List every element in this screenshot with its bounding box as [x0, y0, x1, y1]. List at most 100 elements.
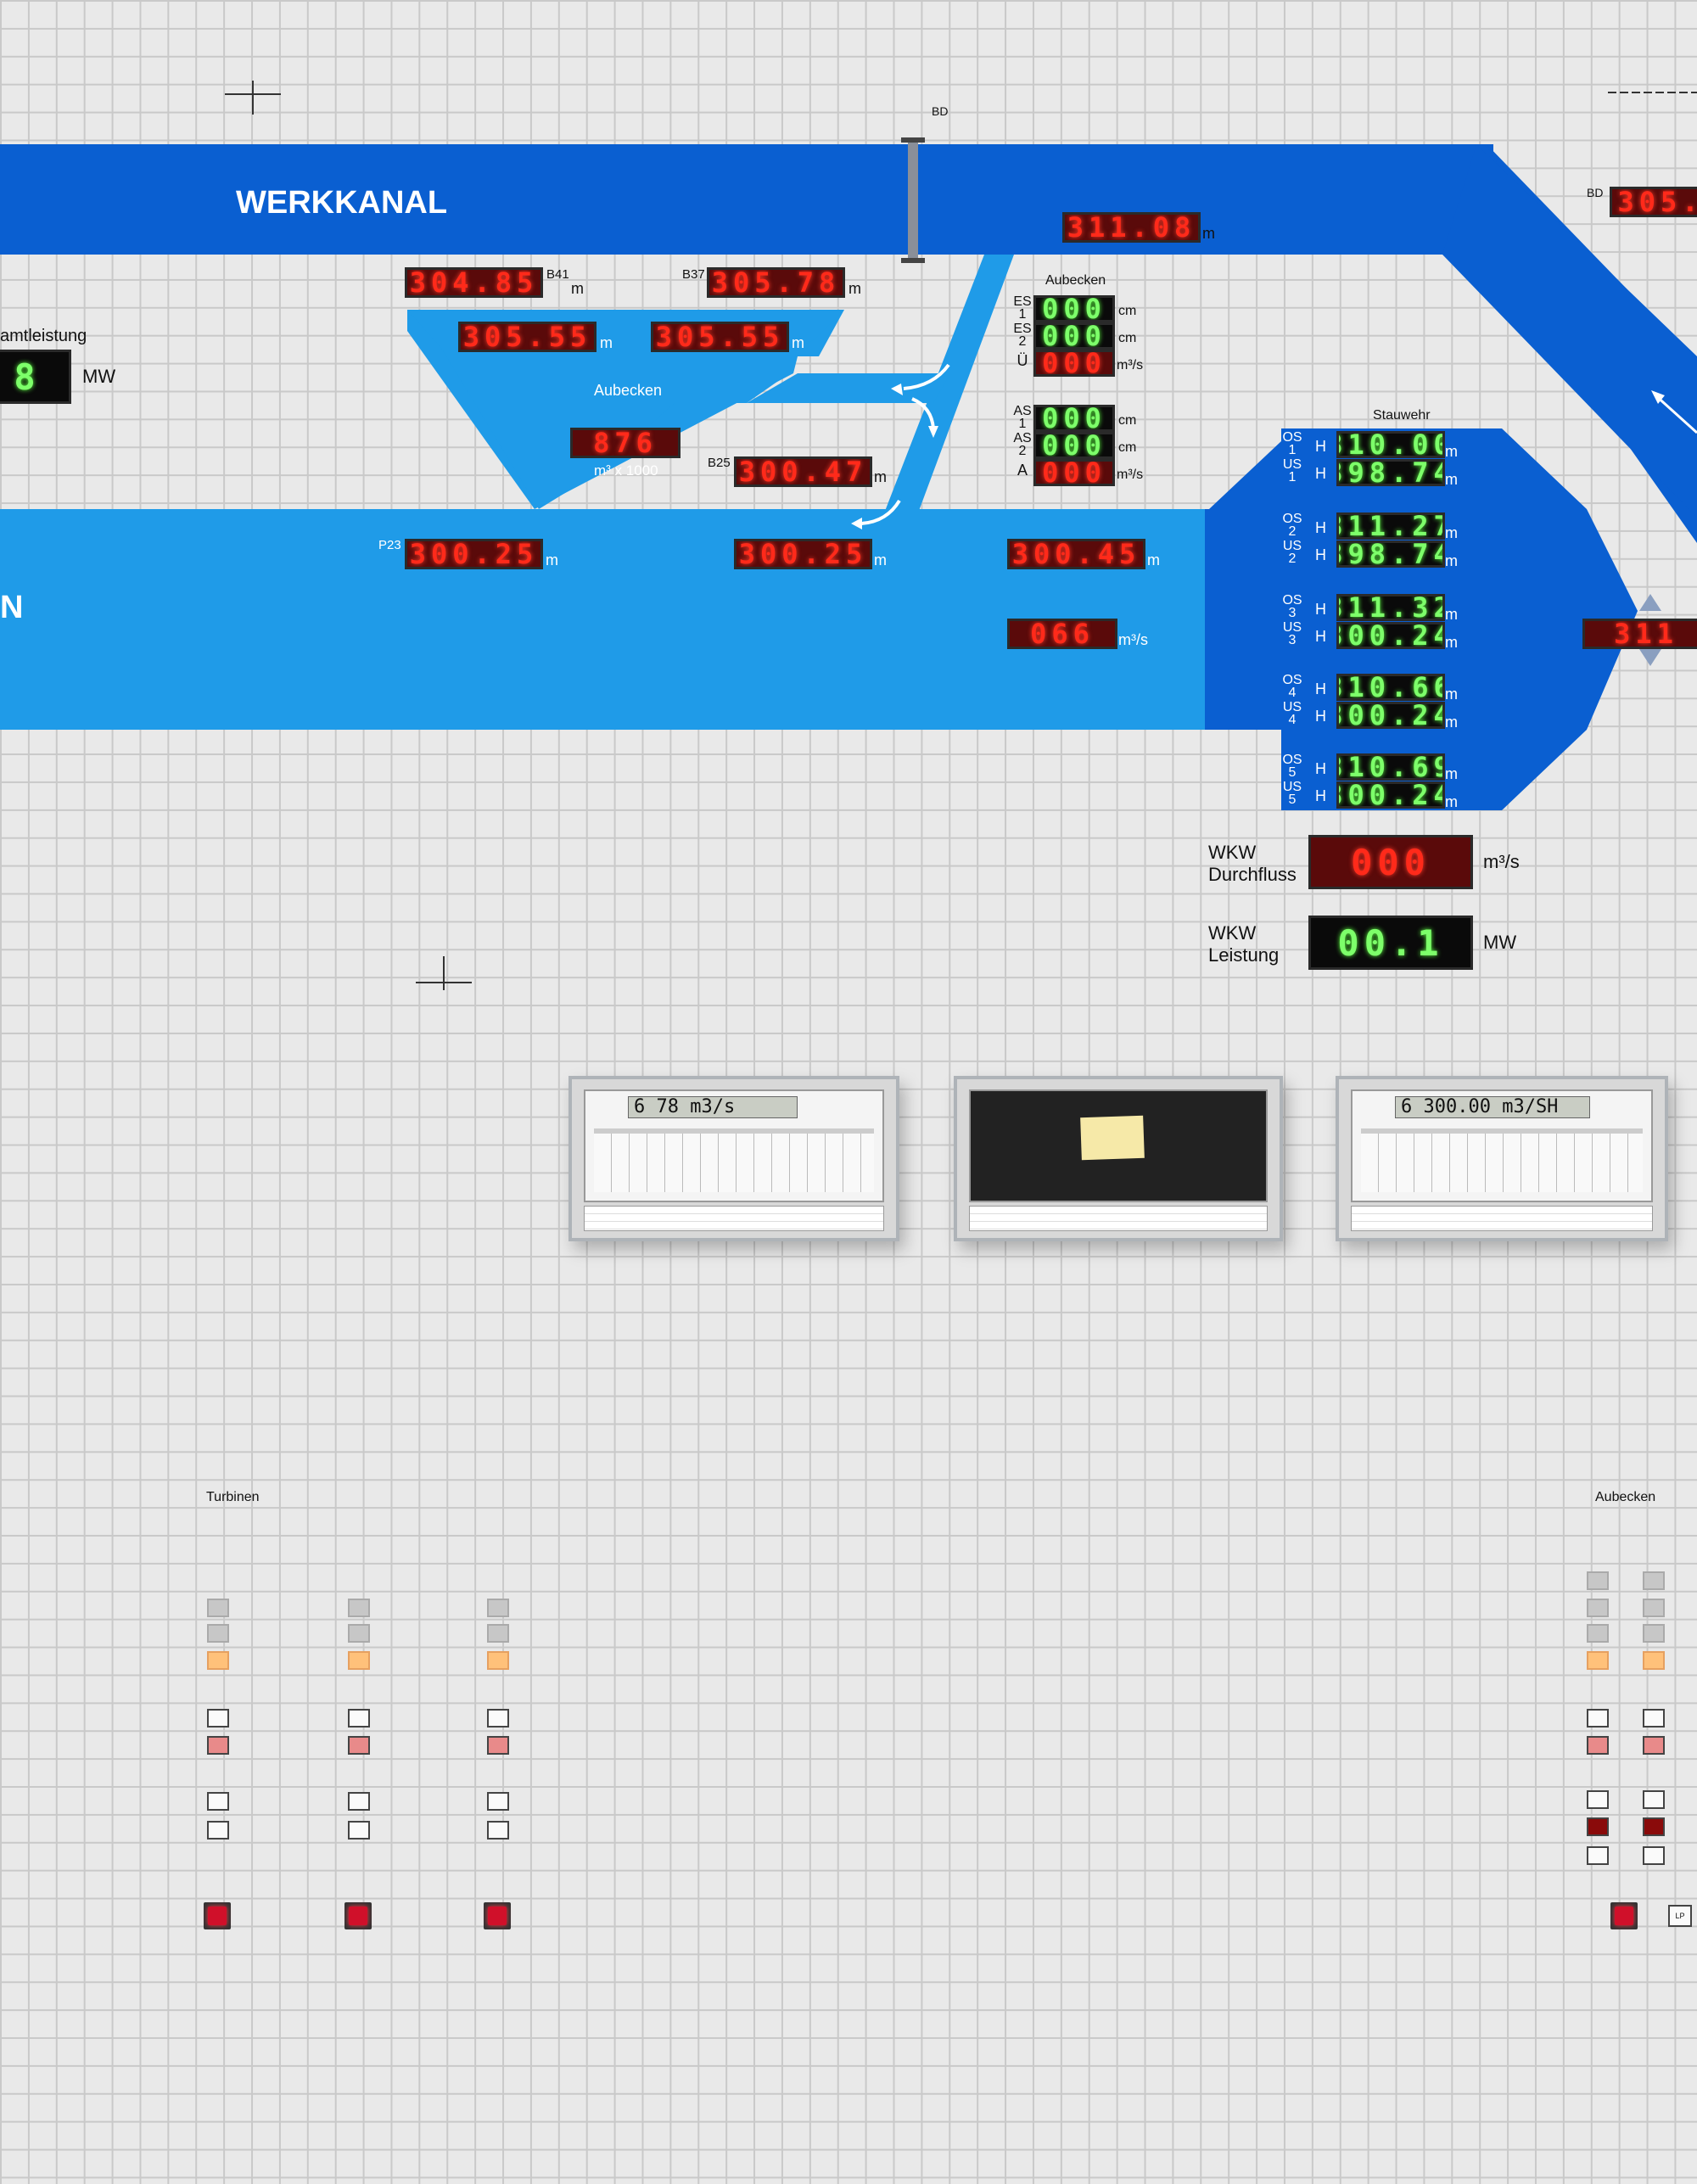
- as2-tag: AS 2: [1013, 431, 1032, 458]
- wkw-leistung-label-1: WKW: [1208, 922, 1257, 944]
- h-label: H: [1315, 787, 1326, 804]
- os-level-unit: m: [1445, 765, 1458, 782]
- aubecken-control-button[interactable]: [1587, 1846, 1609, 1865]
- aubecken-control-button[interactable]: [1643, 1709, 1665, 1728]
- us-level-display: 300.24: [1336, 702, 1445, 729]
- werkkanal: [0, 144, 1493, 255]
- wkw-durchfluss-label-2: Durchfluss: [1208, 864, 1297, 885]
- mid-left-display: 300.25: [734, 539, 872, 569]
- turbine-control-button[interactable]: [487, 1736, 509, 1755]
- kanal-level-display: 311.08: [1062, 212, 1201, 243]
- turbine-alarm-lamp[interactable]: [484, 1902, 511, 1929]
- lp-button[interactable]: LP: [1668, 1905, 1692, 1927]
- mid-left-unit: m: [874, 552, 887, 568]
- b37-tag: B37: [682, 267, 705, 282]
- basin-volume-display: 876: [570, 428, 680, 458]
- turbine-control-button[interactable]: [207, 1599, 229, 1617]
- flow-unit: m³/s: [1118, 631, 1148, 648]
- a-display: 000: [1033, 459, 1115, 486]
- turbine-alarm-lamp[interactable]: [204, 1902, 231, 1929]
- gesamtleistung-unit: MW: [82, 366, 116, 387]
- basin-left-display: 305.55: [458, 322, 596, 352]
- turbine-control-button[interactable]: [348, 1709, 370, 1728]
- us-tag: US 4: [1282, 700, 1302, 727]
- aubecken-control-button[interactable]: [1643, 1571, 1665, 1590]
- os-tag: OS 1: [1282, 430, 1302, 457]
- aubecken-control-button[interactable]: [1587, 1790, 1609, 1809]
- os-level-display: 310.00: [1336, 431, 1445, 458]
- os-level-display: 310.66: [1336, 674, 1445, 701]
- aubecken-control-button[interactable]: [1643, 1817, 1665, 1836]
- turbine-control-button[interactable]: [487, 1792, 509, 1811]
- h-label: H: [1315, 519, 1326, 536]
- aubecken-control-button[interactable]: [1643, 1790, 1665, 1809]
- b41-unit: m: [571, 280, 584, 297]
- aubecken-alarm-lamp[interactable]: [1610, 1902, 1638, 1929]
- aubecken-panel-title: Aubecken: [1045, 273, 1106, 288]
- aubecken-control-button[interactable]: [1587, 1736, 1609, 1755]
- a-tag: A: [1017, 462, 1028, 479]
- b25-display: 300.47: [734, 456, 872, 487]
- us-tag: US 2: [1282, 539, 1302, 566]
- turbine-control-button[interactable]: [348, 1651, 370, 1670]
- bd-right-display: 305.: [1610, 187, 1697, 217]
- os-level-unit: m: [1445, 606, 1458, 623]
- aubecken-control-button[interactable]: [1643, 1736, 1665, 1755]
- turbine-control-button[interactable]: [487, 1651, 509, 1670]
- os-tag: OS 2: [1282, 512, 1302, 539]
- es1-display: 000: [1033, 295, 1115, 322]
- aubecken-control-button[interactable]: [1587, 1709, 1609, 1728]
- h-label: H: [1315, 680, 1326, 697]
- us-level-display: 398.74: [1336, 459, 1445, 486]
- aubecken-control-button[interactable]: [1587, 1571, 1609, 1590]
- turbine-control-button[interactable]: [348, 1792, 370, 1811]
- chart-recorder-1[interactable]: 6 78 m3/s: [568, 1076, 899, 1241]
- ue-unit: m³/s: [1117, 358, 1144, 372]
- turbine-control-button[interactable]: [348, 1821, 370, 1840]
- turbine-control-button[interactable]: [207, 1651, 229, 1670]
- basin-left-unit: m: [600, 334, 613, 351]
- turbine-alarm-lamp[interactable]: [344, 1902, 372, 1929]
- turbine-control-button[interactable]: [487, 1821, 509, 1840]
- us-tag: US 5: [1282, 780, 1302, 807]
- turbine-control-button[interactable]: [348, 1624, 370, 1643]
- aubecken-control-button[interactable]: [1587, 1624, 1609, 1643]
- aubecken-control-button[interactable]: [1643, 1651, 1665, 1670]
- turbine-control-button[interactable]: [207, 1736, 229, 1755]
- aubecken-control-button[interactable]: [1643, 1624, 1665, 1643]
- turbine-control-button[interactable]: [348, 1599, 370, 1617]
- aubecken-basin-label: Aubecken: [594, 382, 663, 399]
- turbine-control-button[interactable]: [207, 1821, 229, 1840]
- turbine-control-button[interactable]: [348, 1736, 370, 1755]
- turbine-control-button[interactable]: [487, 1624, 509, 1643]
- aubecken-control-button[interactable]: [1643, 1599, 1665, 1617]
- h-label: H: [1315, 628, 1326, 645]
- aubecken-control-button[interactable]: [1587, 1817, 1609, 1836]
- as1-display: 000: [1033, 405, 1115, 432]
- us-level-unit: m: [1445, 471, 1458, 488]
- chart-recorder-2[interactable]: [954, 1076, 1283, 1241]
- es1-tag: ES 1: [1013, 294, 1032, 322]
- turbinen-title: Turbinen: [206, 1490, 260, 1504]
- turbine-control-button[interactable]: [207, 1709, 229, 1728]
- h-label: H: [1315, 438, 1326, 455]
- aubecken-control-button[interactable]: [1587, 1599, 1609, 1617]
- h-label: H: [1315, 760, 1326, 777]
- lp-label: LP: [1675, 1912, 1685, 1920]
- p23-tag: P23: [378, 538, 401, 552]
- chart-recorder-3[interactable]: 6 300.00 m3/SH: [1336, 1076, 1668, 1241]
- h-label: H: [1315, 708, 1326, 725]
- aubecken-control-button[interactable]: [1643, 1846, 1665, 1865]
- us-tag: US 3: [1282, 620, 1302, 647]
- os-tag: OS 3: [1282, 593, 1302, 620]
- b41-tag: B41: [546, 267, 569, 282]
- turbine-control-button[interactable]: [207, 1624, 229, 1643]
- turbine-control-button[interactable]: [207, 1792, 229, 1811]
- flow-display: 066: [1007, 619, 1117, 649]
- wkw-durchfluss-unit: m³/s: [1483, 851, 1520, 872]
- turbine-control-button[interactable]: [487, 1599, 509, 1617]
- aubecken-control-button[interactable]: [1587, 1651, 1609, 1670]
- turbine-control-button[interactable]: [487, 1709, 509, 1728]
- es2-tag: ES 2: [1013, 322, 1032, 349]
- h-label: H: [1315, 601, 1326, 618]
